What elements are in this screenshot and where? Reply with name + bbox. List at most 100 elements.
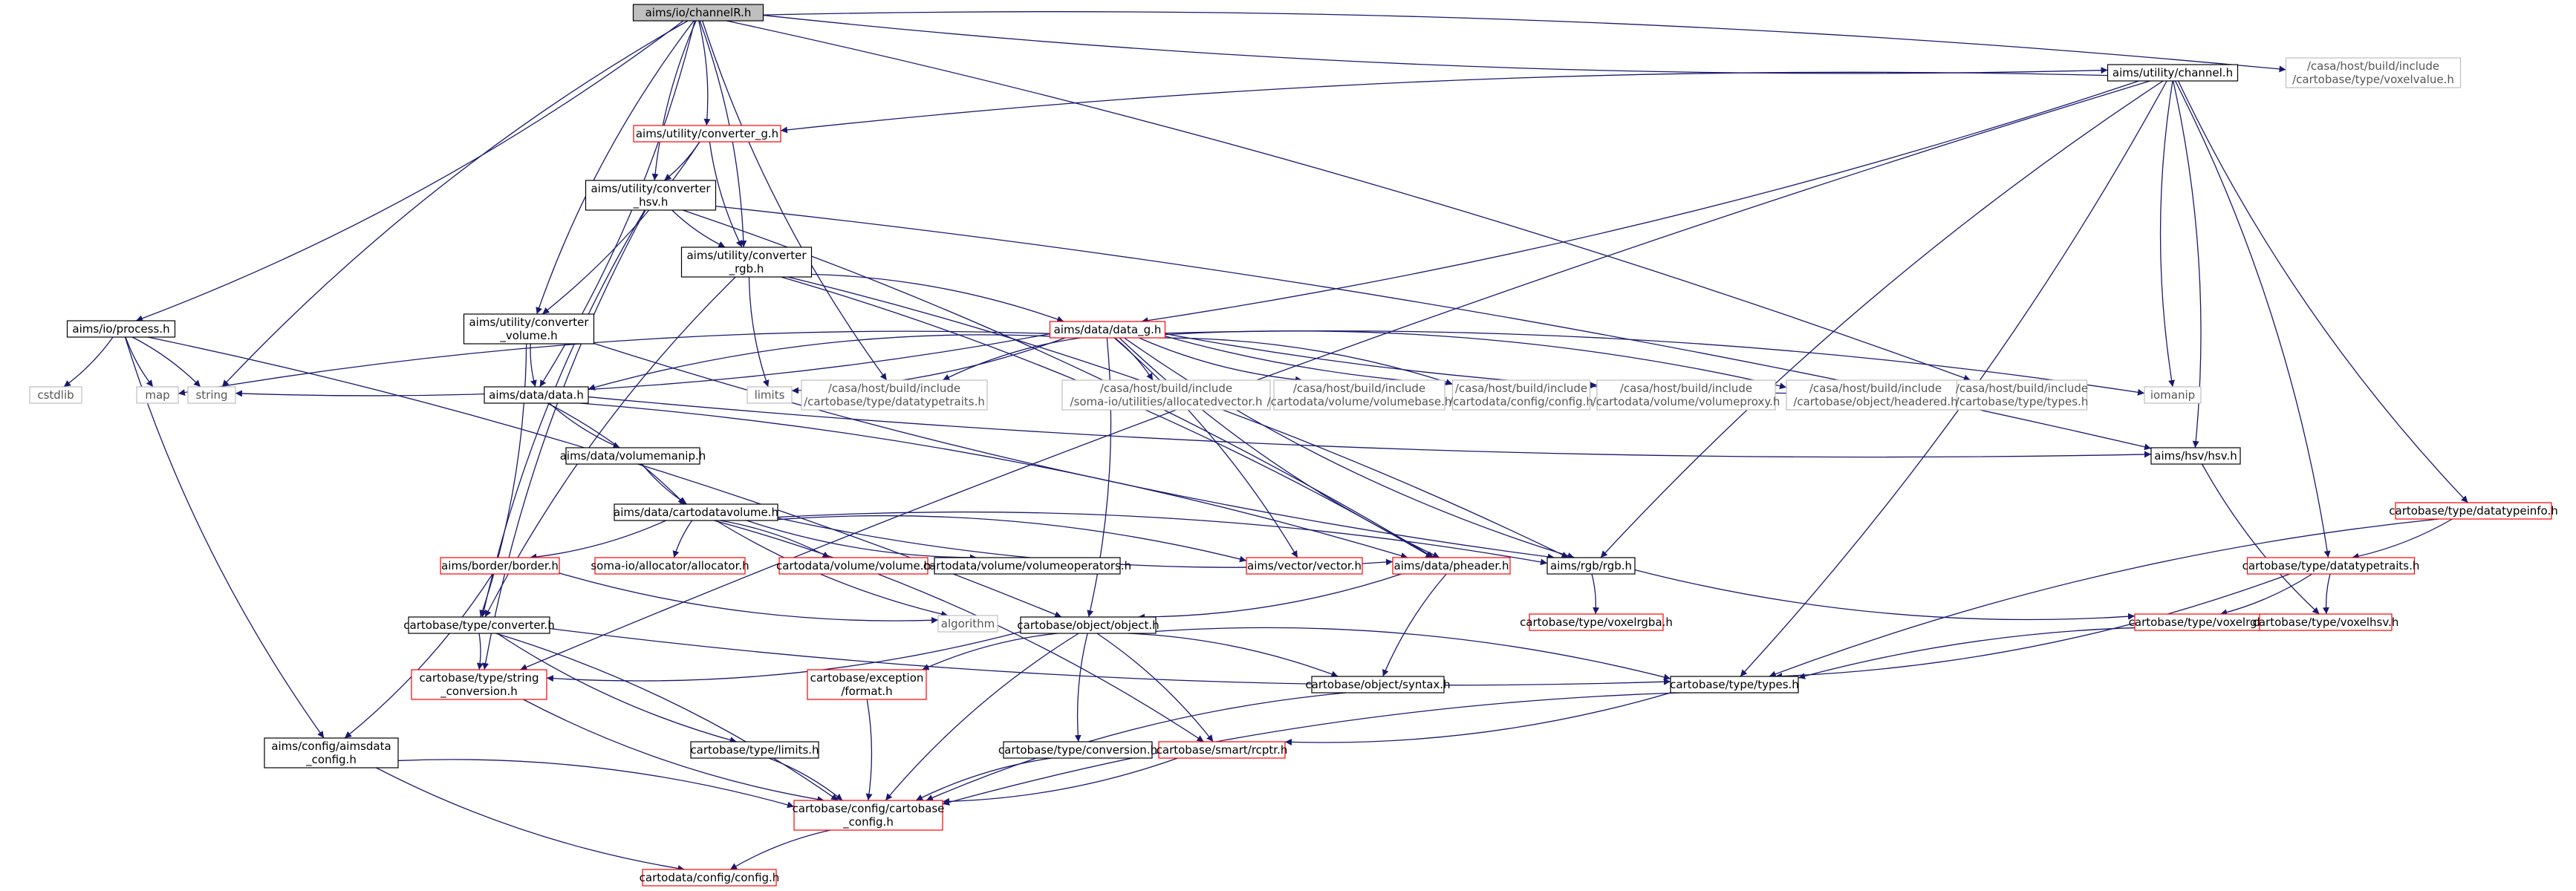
node-conv-rgb[interactable]: aims/utility/converter_rgb.h [680,247,813,278]
edge-object-to-exc_format [922,633,1058,670]
edge-conv_vol-to-data [530,343,537,388]
node-voxelrgba[interactable]: cartobase/type/voxelrgba.h [1520,613,1673,631]
edge-data_g-to-object [1087,337,1112,618]
node-object[interactable]: cartobase/object/object.h [1017,616,1159,634]
node-box [1529,613,1664,631]
edge-conv_hsv-to-hsv [715,206,2152,451]
node-process[interactable]: aims/io/process.h [66,320,176,338]
node-voxelvalue[interactable]: /casa/host/build/include/cartobase/type/… [2285,57,2462,88]
edge-object-to-rcptr [1096,633,1214,742]
node-label: /casa/host/build/include [1809,382,1942,395]
node-voxelhsv[interactable]: cartobase/type/voxelhsv.h [2253,613,2399,631]
node-exc-format[interactable]: cartobase/exception/format.h [807,669,927,700]
node-border[interactable]: aims/border/border.h [440,557,560,575]
node-cartobase-config[interactable]: cartobase/config/cartobase_config.h [793,800,945,831]
edge-datatypeinfo-to-types [1769,518,2439,678]
node-label: /casa/host/build/include [1100,382,1232,395]
node-data-g[interactable]: aims/data/data_g.h [1049,321,1166,339]
edge-datatypeinfo-to-datatypetraits [2352,518,2453,560]
node-limits[interactable]: limits [747,386,793,404]
node-conversion[interactable]: cartobase/type/conversion.h [998,741,1157,759]
node-datatypetraits[interactable]: cartobase/type/datatypetraits.h [2242,557,2420,575]
edge-process-to-cstdlib [63,336,114,388]
node-conv-g[interactable]: aims/utility/converter_g.h [633,125,781,143]
edge-pheader-to-syntax [1382,573,1447,677]
node-syntax[interactable]: cartobase/object/syntax.h [1305,676,1451,693]
node-cstdlib[interactable]: cstdlib [29,386,82,404]
node-algorithm[interactable]: algorithm [937,615,998,633]
node-hsv[interactable]: aims/hsv/hsv.h [2150,447,2241,465]
node-allocator[interactable]: soma-io/allocator/allocator.h [591,557,749,575]
node-aimsdata-config[interactable]: aims/config/aimsdata_config.h [264,737,399,768]
node-limits-h[interactable]: cartobase/type/limits.h [690,741,819,759]
node-volumemanip[interactable]: aims/data/volumemanip.h [560,447,706,465]
node-label: /cartodata/volume/volumebase.h [1267,395,1452,408]
edge-datatypetraits-to-voxelrgb [2220,573,2313,616]
edge-cartodatavolume-to-vector [777,515,1247,563]
node-types-path[interactable]: /casa/host/build/include/cartobase/type/… [1956,379,2089,411]
node-config-path[interactable]: /casa/host/build/include/cartodata/confi… [1449,379,1593,411]
edge-conv_hsv-to-converter [480,209,645,618]
node-pheader[interactable]: aims/data/pheader.h [1392,557,1511,575]
node-string[interactable]: string [187,386,236,404]
node-datatypeinfo[interactable]: cartobase/type/datatypeinfo.h [2389,502,2558,520]
edge-converter-to-types [549,627,1671,686]
node-conv-hsv[interactable]: aims/utility/converter_hsv.h [585,180,717,211]
node-root[interactable]: aims/io/channelR.h [632,4,764,22]
node-volumeproxy[interactable]: /casa/host/build/include/cartodata/volum… [1593,379,1780,411]
edge-conv_vol-to-rgb [593,342,1555,561]
edge-cartodatavolume-to-rcptr [714,520,1205,742]
edge-object-to-string_conv [546,631,1021,682]
node-cartodata-config[interactable]: cartodata/config/config.h [640,869,780,887]
edge-data-to-pheader [579,402,1408,559]
node-box [807,669,927,700]
node-label: aims/data/data_g.h [1054,323,1162,337]
node-volume[interactable]: cartodata/volume/volume.h [776,557,931,575]
node-channel[interactable]: aims/utility/channel.h [2107,64,2239,82]
node-data[interactable]: aims/data/data.h [484,386,589,404]
node-rgb[interactable]: aims/rgb/rgb.h [1546,557,1636,575]
node-label: aims/hsv/hsv.h [2154,449,2237,463]
node-box [1392,557,1511,575]
edge-rgb-to-voxelrgb [1634,569,2136,621]
edge-data_g-to-data [588,334,1050,391]
node-volumebase[interactable]: /casa/host/build/include/cartodata/volum… [1267,379,1452,411]
node-iomanip[interactable]: iomanip [2144,386,2202,404]
node-label: aims/io/channelR.h [645,6,752,19]
node-volumeoperators[interactable]: cartodata/volume/volumeoperators.h [923,557,1131,575]
node-voxelrgb[interactable]: cartobase/type/voxelrgb.h [2129,613,2275,631]
node-box [1546,557,1636,575]
edge-channel-to-data_g [1141,80,2139,324]
edge-root-to-conv_vol [536,20,695,315]
node-types[interactable]: cartobase/type/types.h [1670,676,1799,693]
node-label: /casa/host/build/include [1956,382,2088,395]
node-converter[interactable]: cartobase/type/converter.h [403,616,555,634]
node-box [1311,676,1445,693]
node-string-conv[interactable]: cartobase/type/string_conversion.h [411,669,547,700]
node-box [408,616,550,634]
node-map[interactable]: map [136,386,179,404]
node-box [2395,502,2552,520]
node-box [1670,676,1799,693]
node-vector[interactable]: aims/vector/vector.h [1246,557,1363,575]
edge-data_g-to-vector [1113,337,1298,558]
node-rcptr[interactable]: cartobase/smart/rcptr.h [1157,741,1288,759]
edge-cartodatavolume-to-volumeoperators [746,520,977,561]
node-label: _conversion.h [440,685,518,699]
node-label: cartobase/type/datatypeinfo.h [2389,504,2557,518]
node-box [411,669,547,700]
edge-aimsdata_config-to-cartodata_config [376,767,685,872]
node-box [1158,741,1286,759]
node-datatypetraits-path[interactable]: /casa/host/build/include/cartobase/type/… [801,379,988,411]
node-allocatedvector[interactable]: /casa/host/build/include/soma-io/utiliti… [1061,379,1271,411]
node-cartodatavolume[interactable]: aims/data/cartodatavolume.h [614,503,778,521]
edge-converter-to-string_conv [476,633,484,670]
edge-channel-to-datatypeinfo [2177,80,2468,503]
node-label: /cartobase/type/types.h [1956,395,2089,408]
edge-data_g-to-string [235,333,1050,397]
node-box [1596,379,1776,411]
edge-root-to-datatypetraits_path [702,20,888,381]
node-conv-vol[interactable]: aims/utility/converter_volume.h [463,313,595,345]
node-headered[interactable]: /casa/host/build/include/cartobase/objec… [1786,379,1965,411]
